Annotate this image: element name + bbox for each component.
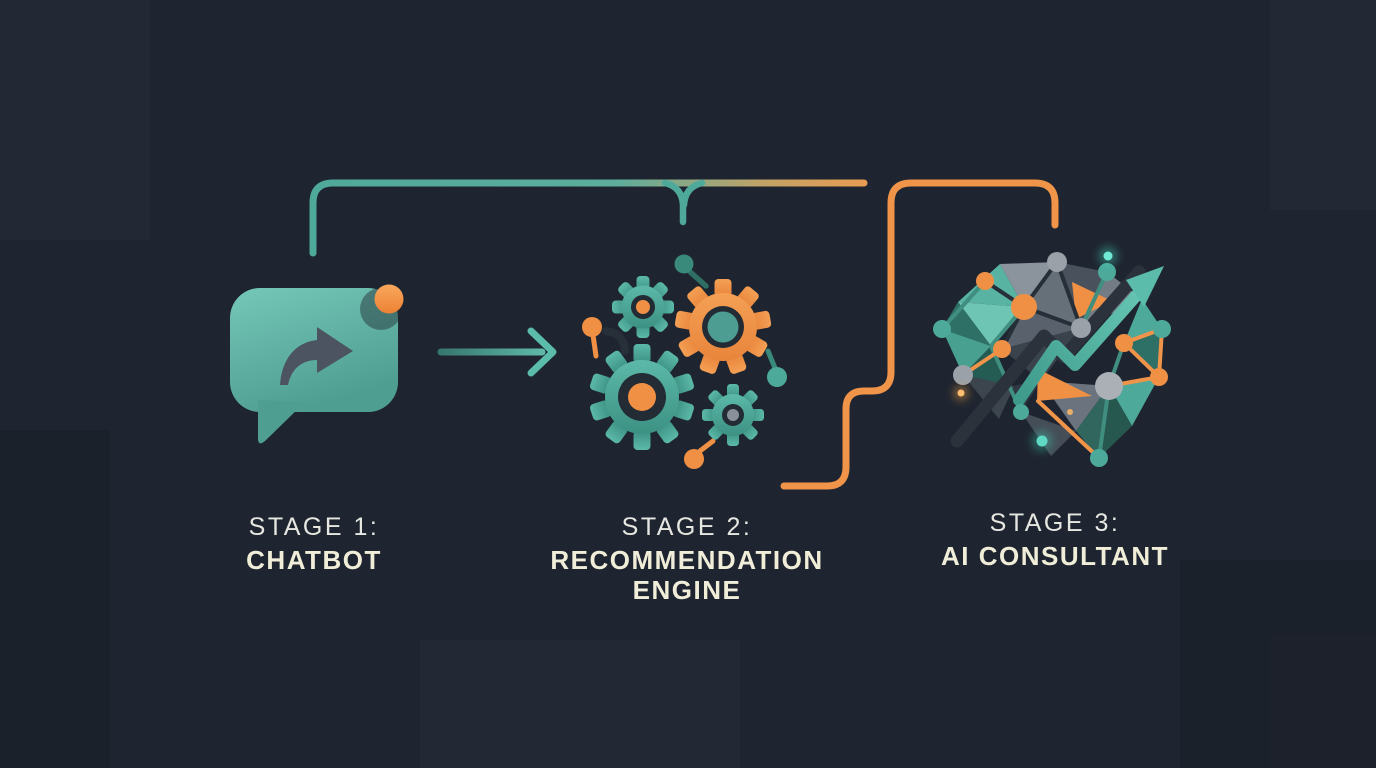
glow-dots (953, 246, 1118, 452)
network-nodes (933, 252, 1171, 467)
stage-2-title: RECOMMENDATION ENGINE (550, 545, 824, 605)
gear-small-top (612, 276, 674, 338)
stage-2-eyebrow: STAGE 2: (621, 513, 753, 541)
gear-orange (674, 279, 772, 374)
stage-2-label: STAGE 2: RECOMMENDATION ENGINE (527, 512, 847, 605)
stage-3-title: AI CONSULTANT (941, 541, 1169, 571)
gear-small-bottom (702, 384, 764, 446)
stage-1-title: CHATBOT (246, 545, 382, 575)
flow-arrow-icon (437, 327, 557, 377)
stage-1-label: STAGE 1: CHATBOT (154, 512, 474, 575)
chat-bubble-icon (230, 284, 404, 444)
stage-1-eyebrow: STAGE 1: (248, 513, 380, 541)
orange-route-line (780, 179, 1059, 490)
gear-large-teal (590, 344, 694, 450)
stage-3-label: STAGE 3: AI CONSULTANT (895, 508, 1215, 571)
gears-icon (582, 254, 787, 469)
brain-analytics-icon (933, 246, 1171, 467)
stage-3-eyebrow: STAGE 3: (989, 509, 1121, 537)
gradient-top-line (309, 179, 868, 257)
trend-arrowhead (1126, 266, 1164, 307)
